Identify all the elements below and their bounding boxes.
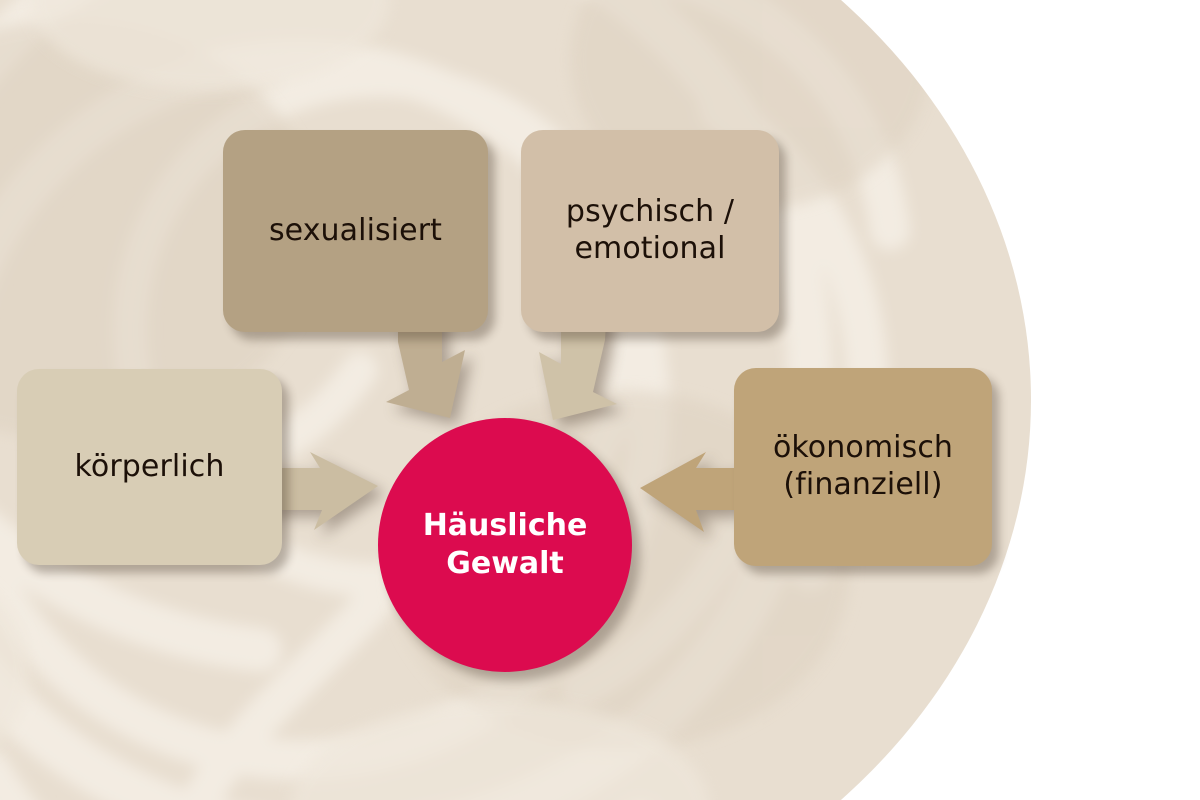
center-node-label: Häusliche Gewalt (422, 508, 588, 581)
node-koerperlich[interactable]: körperlich (17, 369, 282, 565)
node-label-psychisch-emotional: psychisch / emotional (565, 194, 735, 266)
node-oekonomisch[interactable]: ökonomisch (finanziell) (734, 368, 992, 566)
arrow-psychisch-to-center (531, 306, 641, 426)
arrow-oekonomisch-to-center (634, 452, 756, 562)
node-label-sexualisiert: sexualisiert (268, 212, 443, 248)
node-label-koerperlich: körperlich (74, 448, 225, 484)
node-label-oekonomisch: ökonomisch (finanziell) (772, 430, 954, 502)
arrow-sexualisiert-to-center (364, 306, 472, 426)
arrow-koerperlich-to-center (262, 452, 384, 562)
node-sexualisiert[interactable]: sexualisiert (223, 130, 488, 332)
node-psychisch-emotional[interactable]: psychisch / emotional (521, 130, 779, 332)
center-node-haeusliche-gewalt[interactable]: Häusliche Gewalt (378, 418, 632, 672)
